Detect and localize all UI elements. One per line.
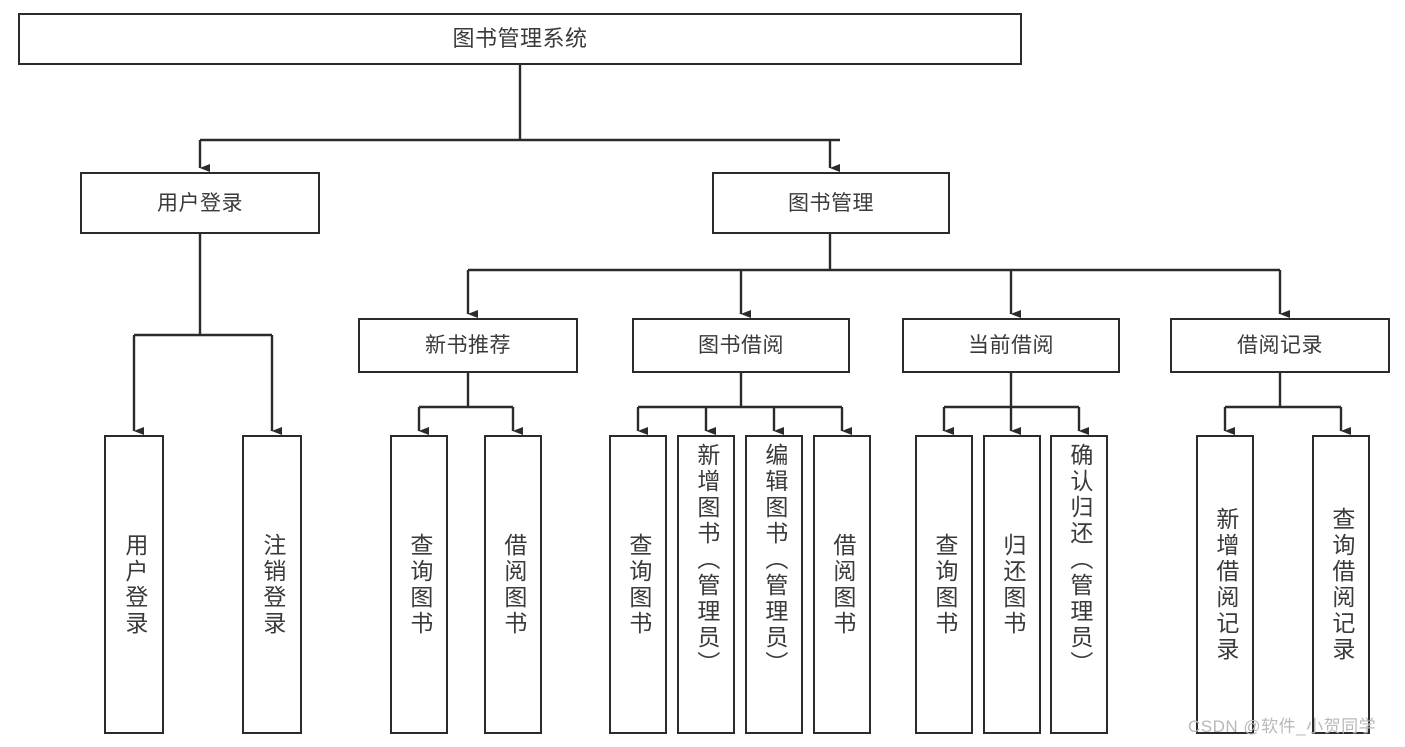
node-label: 查询图书 [931, 532, 958, 637]
node-label: 图书管理 [788, 191, 874, 215]
node-book-management[interactable]: 图书管理 [712, 172, 950, 234]
node-label: 归还图书 [999, 532, 1026, 637]
node-label: 注销登录 [259, 532, 286, 637]
node-label: 用户登录 [121, 532, 148, 637]
leaf-query-book-2[interactable]: 查询图书 [609, 435, 667, 734]
node-root-book-management-system[interactable]: 图书管理系统 [18, 13, 1022, 65]
node-user-login[interactable]: 用户登录 [80, 172, 320, 234]
node-borrow-record[interactable]: 借阅记录 [1170, 318, 1390, 373]
node-label: 图书借阅 [698, 334, 784, 357]
node-label: 新增借阅记录 [1212, 506, 1239, 663]
leaf-query-record[interactable]: 查询借阅记录 [1312, 435, 1370, 734]
leaf-borrow-book-1[interactable]: 借阅图书 [484, 435, 542, 734]
leaf-edit-book[interactable]: 编辑图书（管理员） [745, 435, 803, 734]
leaf-borrow-book-2[interactable]: 借阅图书 [813, 435, 871, 734]
node-label: 查询图书 [406, 532, 433, 637]
leaf-confirm-return[interactable]: 确认归还（管理员） [1050, 435, 1108, 734]
node-label: 查询图书 [625, 532, 652, 637]
node-label: 编辑图书（管理员） [761, 443, 788, 677]
leaf-add-book[interactable]: 新增图书（管理员） [677, 435, 735, 734]
node-book-borrow[interactable]: 图书借阅 [632, 318, 850, 373]
node-label: 借阅记录 [1237, 334, 1323, 357]
leaf-user-logout[interactable]: 注销登录 [242, 435, 302, 734]
node-label: 确认归还（管理员） [1066, 443, 1093, 677]
node-new-book-recommend[interactable]: 新书推荐 [358, 318, 578, 373]
leaf-return-book[interactable]: 归还图书 [983, 435, 1041, 734]
node-label: 当前借阅 [968, 334, 1054, 357]
leaf-add-record[interactable]: 新增借阅记录 [1196, 435, 1254, 734]
node-label: 新书推荐 [425, 334, 511, 357]
node-label: 用户登录 [157, 191, 243, 215]
node-label: 图书管理系统 [452, 26, 588, 51]
node-label: 借阅图书 [829, 532, 856, 637]
leaf-user-login[interactable]: 用户登录 [104, 435, 164, 734]
node-label: 借阅图书 [500, 532, 527, 637]
node-current-borrow[interactable]: 当前借阅 [902, 318, 1120, 373]
watermark-text: CSDN @软件_小贺同学 [1188, 717, 1377, 736]
leaf-query-book-3[interactable]: 查询图书 [915, 435, 973, 734]
node-label: 查询借阅记录 [1328, 506, 1355, 663]
node-label: 新增图书（管理员） [693, 443, 720, 677]
leaf-query-book-1[interactable]: 查询图书 [390, 435, 448, 734]
